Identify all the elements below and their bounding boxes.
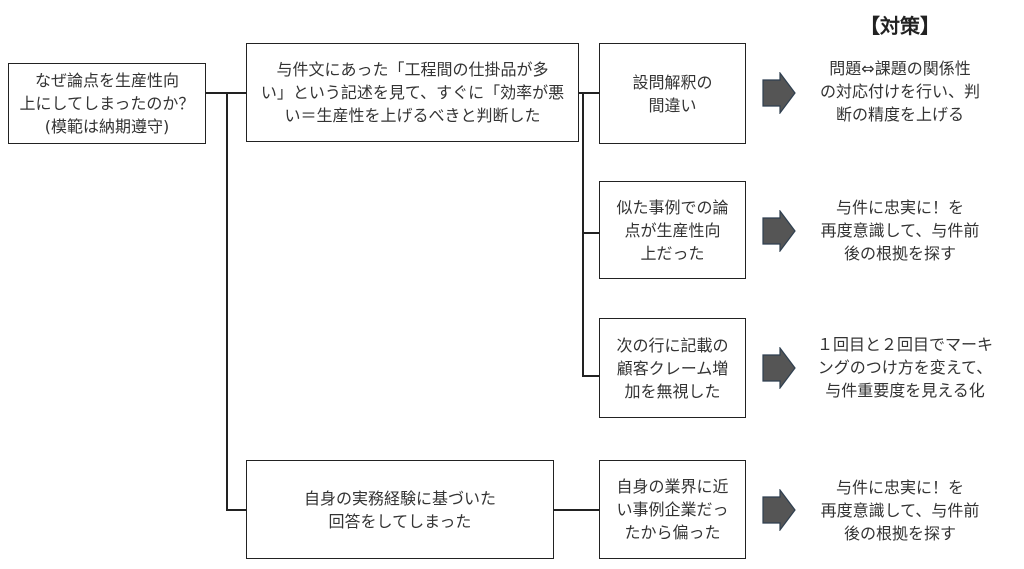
sub-cause-box-2: 似た事例での論 点が生産性向 上だった — [599, 181, 746, 279]
sub-cause-box-3: 次の行に記載の 顧客クレーム増 加を無視した — [599, 318, 746, 418]
root-question-box: なぜ論点を生産性向 上にしてしまったのか？ (模範は納期遵守) — [8, 63, 206, 144]
sub-cause-box-4: 自身の業界に近 い事例企業だっ たから偏った — [599, 460, 746, 559]
countermeasure-text-3: １回目と２回目でマーキ ングのつけ方を変えて、 与件重要度を見える化 — [816, 335, 993, 400]
sub-cause-text-4: 自身の業界に近 い事例企業だっ たから偏った — [616, 477, 729, 542]
countermeasure-text-4: 与件に忠実に！を 再度意識して、与件前 後の根拠を探す — [820, 478, 980, 543]
connector-cause1-out — [578, 92, 600, 94]
connector-to-sub-3 — [582, 375, 600, 377]
sub-cause-text-1: 設問解釈の 間違い — [632, 72, 713, 115]
cause-box-1: 与件文にあった「工程間の仕掛品が多 い」という記述を見て、すぐに「効率が悪 い＝… — [246, 43, 579, 142]
countermeasure-text-2: 与件に忠実に！を 再度意識して、与件前 後の根拠を探す — [820, 198, 980, 263]
connector-root-trunk — [226, 92, 228, 510]
sub-cause-box-1: 設問解釈の 間違い — [599, 43, 746, 144]
connector-to-sub-2 — [582, 232, 600, 234]
arrow-right-icon — [762, 489, 796, 531]
connector-to-cause-2 — [226, 509, 247, 511]
cause-box-2: 自身の実務経験に基づいた 回答をしてしまった — [246, 460, 554, 559]
connector-cause2-out — [553, 509, 600, 511]
sub-cause-text-3: 次の行に記載の 顧客クレーム増 加を無視した — [616, 335, 729, 401]
cause-text-1: 与件文にあった「工程間の仕掛品が多 い」という記述を見て、すぐに「効率が悪 い＝… — [260, 60, 565, 125]
sub-cause-text-2: 似た事例での論 点が生産性向 上だった — [616, 197, 729, 263]
root-question-text: なぜ論点を生産性向 上にしてしまったのか？ (模範は納期遵守) — [19, 71, 195, 136]
cause-text-2: 自身の実務経験に基づいた 回答をしてしまった — [303, 488, 496, 531]
arrow-right-icon — [762, 72, 796, 114]
connector-cause1-trunk — [582, 92, 584, 376]
countermeasure-heading: 【対策】 — [860, 14, 940, 38]
arrow-right-icon — [762, 347, 796, 389]
arrow-right-icon — [762, 210, 796, 252]
countermeasure-text-1: 問題⇔課題の関係性 の対応付けを行い、判 断の精度を上げる — [819, 59, 980, 124]
